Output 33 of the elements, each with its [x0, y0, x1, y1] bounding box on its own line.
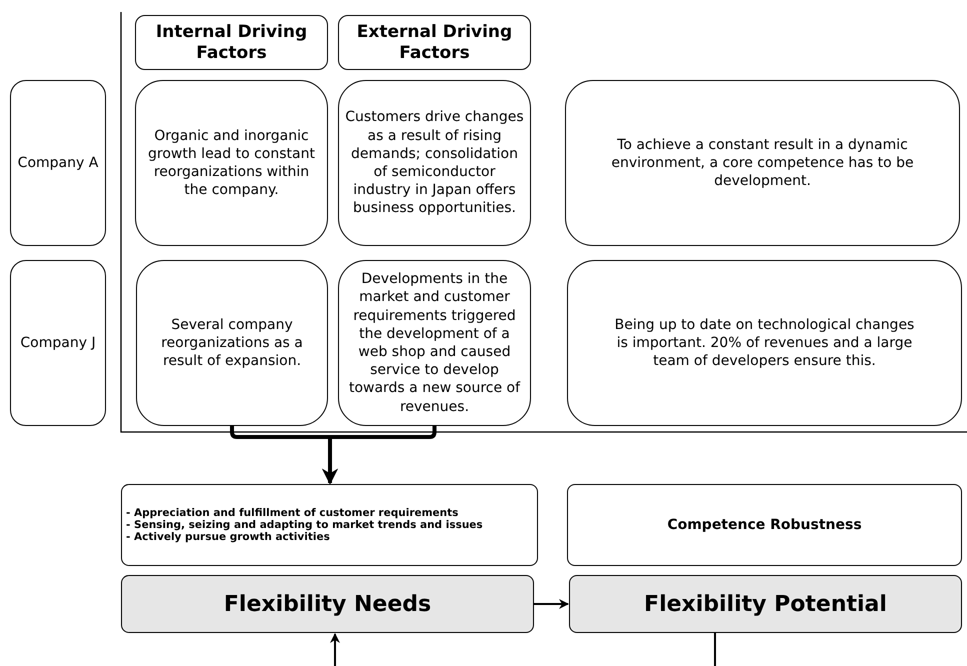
cell-text: Developments in the market and customer requirements triggered the development of a web shop and caused service to develop towards a new source of revenues. — [348, 270, 522, 416]
list-box — [121, 484, 538, 566]
rounded-box — [136, 260, 328, 426]
rounded-box — [338, 260, 531, 426]
list-item: - Actively pursue growth activities — [126, 531, 330, 543]
process-box — [569, 575, 962, 633]
column-header: External Driving Factors — [356, 22, 514, 63]
header-box — [338, 15, 531, 70]
row-label: Company J — [20, 335, 96, 351]
arrow — [330, 633, 716, 666]
list-item: - Appreciation and fulfillment of customer requirements — [126, 507, 458, 519]
column-header: Internal Driving Factors — [154, 22, 308, 63]
header-box — [135, 15, 328, 70]
rounded-box — [135, 80, 328, 246]
summary-text: Competence Robustness — [667, 517, 862, 533]
process-box — [121, 575, 534, 633]
list-item: - Sensing, seizing and adapting to market trends and issues — [126, 519, 483, 531]
row-box — [10, 80, 106, 246]
bracket-arrow — [322, 426, 436, 485]
rounded-box — [565, 80, 960, 246]
cell-text: Organic and inorganic growth lead to constant reorganizations within the company. — [147, 126, 316, 200]
summary-box — [567, 484, 962, 566]
rounded-box — [567, 260, 962, 426]
row-label: Company A — [18, 155, 98, 171]
cell-text: Several company reorganizations as a result of expansion. — [160, 316, 304, 370]
box-title: Flexibility Needs — [224, 592, 432, 616]
row-box — [10, 260, 106, 426]
arrow — [534, 599, 569, 609]
rounded-box — [338, 80, 531, 246]
box-title: Flexibility Potential — [644, 592, 887, 616]
cell-text: Customers drive changes as a result of rising demands; consolidation of semiconductor industry in Japan offers business opportunities. — [345, 108, 524, 218]
cell-text: Being up to date on technological changes is important. 20% of revenues and a large team of developers ensure this. — [614, 316, 916, 370]
cell-text: To achieve a constant result in a dynamic environment, a core competence has to be development. — [610, 136, 915, 190]
